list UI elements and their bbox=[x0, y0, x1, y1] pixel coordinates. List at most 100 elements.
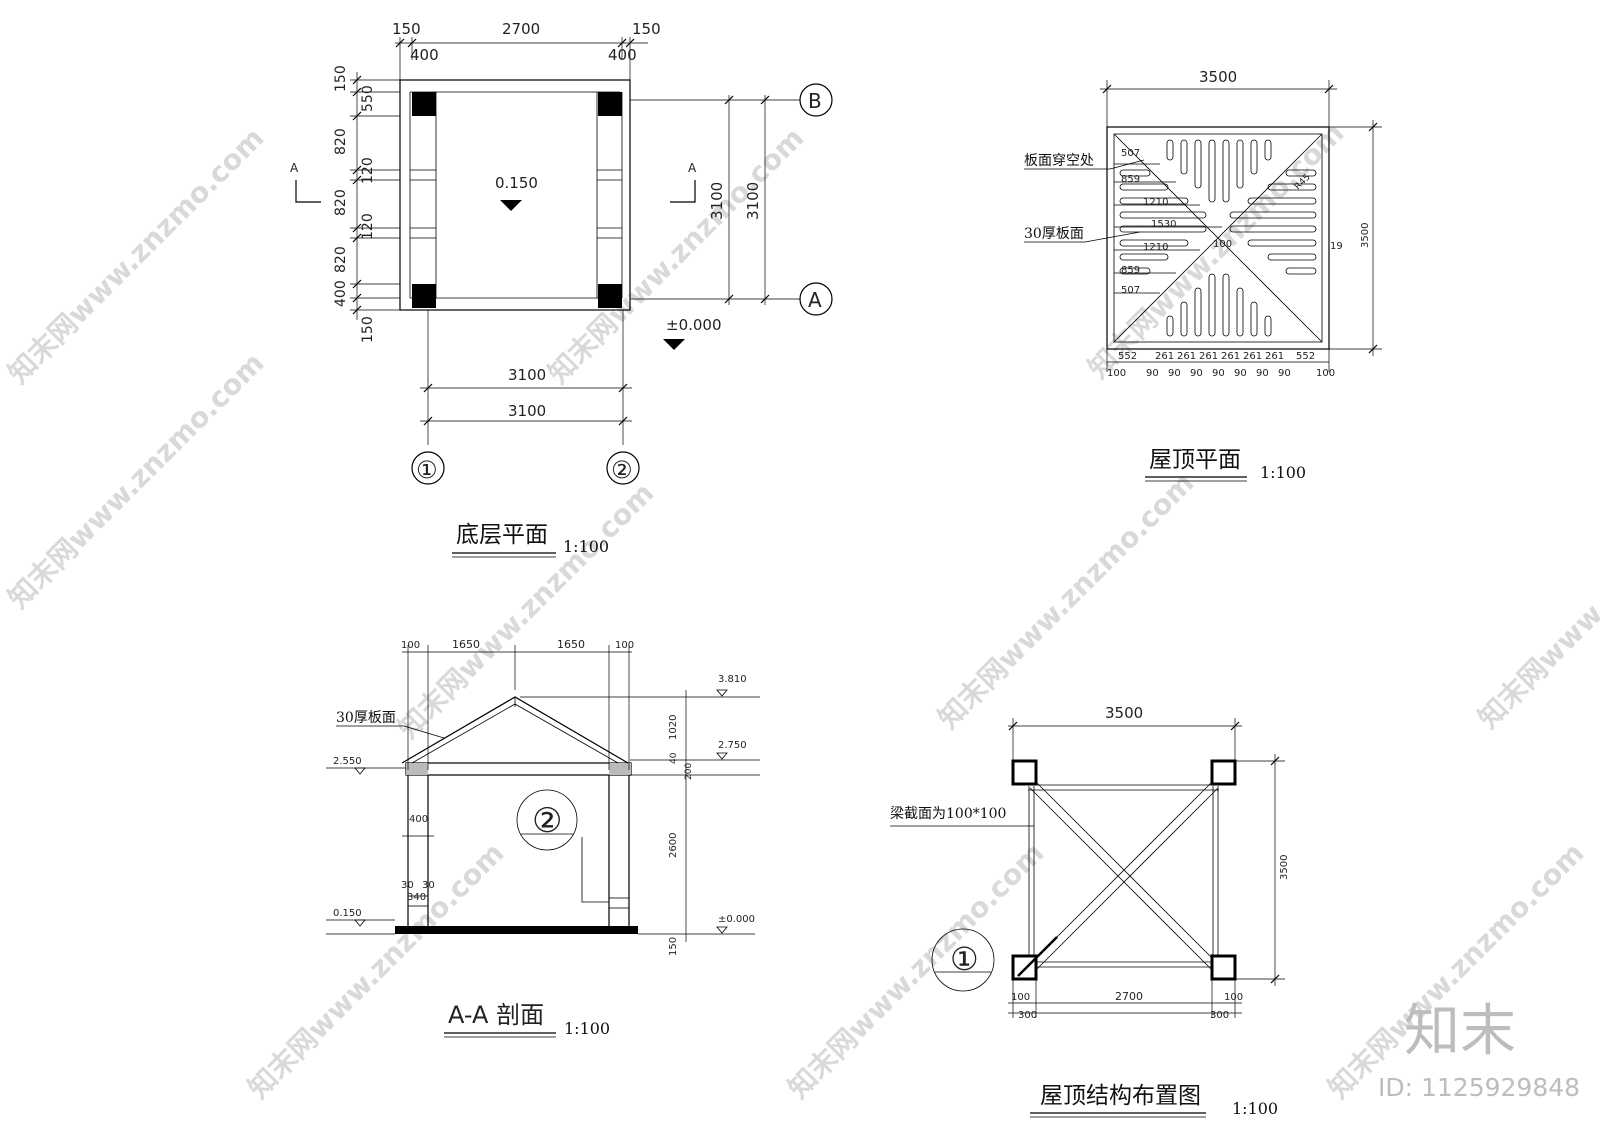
callout-label: 30厚板面 bbox=[336, 710, 396, 726]
drawing-title: 屋顶结构布置图 bbox=[1040, 1083, 1201, 1109]
level-text: 2.550 bbox=[333, 756, 362, 767]
dim-text: 40 bbox=[669, 752, 679, 764]
dim-text: 90 bbox=[1190, 368, 1203, 379]
dim-text: 859 bbox=[1121, 174, 1140, 185]
watermark-text: 知末网www.znzmo.com bbox=[1322, 836, 1591, 1105]
column bbox=[412, 284, 436, 308]
roof-slots bbox=[1119, 139, 1317, 337]
level-text: 3.810 bbox=[718, 674, 747, 685]
dim-text: 400 bbox=[410, 46, 439, 64]
drawing-scale: 1:100 bbox=[1260, 463, 1306, 482]
axis-bubble bbox=[411, 451, 445, 485]
dim-text: 100 bbox=[1316, 368, 1335, 379]
dim-text: 552 bbox=[1118, 351, 1137, 362]
dim-text: 300 bbox=[1018, 1010, 1037, 1021]
section-aa: ② 30厚板面 100 1650 1650 100 3.810 2.750 ±0… bbox=[326, 638, 760, 1038]
watermark-text: 知末网www.znzmo.com bbox=[1472, 466, 1600, 735]
drawing-title: A-A 剖面 bbox=[448, 1001, 544, 1029]
column bbox=[598, 284, 622, 308]
dim-text: 1650 bbox=[557, 638, 585, 651]
drawing-scale: 1:100 bbox=[564, 1019, 610, 1038]
dim-text: 507 bbox=[1121, 148, 1140, 159]
watermark-text: 知末网www.znzmo.com bbox=[2, 346, 271, 615]
column bbox=[1011, 759, 1038, 786]
dim-text: 1210 bbox=[1143, 197, 1168, 208]
dim-text: 1650 bbox=[452, 638, 480, 651]
brand: 知末 ID: 1125929848 bbox=[1378, 999, 1580, 1102]
callout-label: 板面穿空处 bbox=[1024, 153, 1094, 169]
drawing-scale: 1:100 bbox=[563, 537, 609, 556]
dim-text: 400 bbox=[608, 46, 637, 64]
dim-text: 820 bbox=[333, 189, 349, 216]
watermarks: 知末网www.znzmo.com 知末网www.znzmo.com 知末网www… bbox=[2, 116, 1600, 1105]
column bbox=[1210, 954, 1237, 981]
dim-text: 3500 bbox=[1199, 68, 1237, 86]
dim-text: 340 bbox=[407, 892, 426, 903]
detail-bubble bbox=[931, 928, 995, 992]
slab-outline bbox=[399, 79, 631, 311]
dim-text: 3100 bbox=[508, 366, 546, 384]
level-marker bbox=[500, 200, 522, 211]
axis-label: B bbox=[808, 89, 822, 113]
dim-text: 120 bbox=[360, 157, 376, 184]
dim-text: 200 bbox=[684, 763, 694, 780]
dim-text: 90 bbox=[1278, 368, 1291, 379]
axis-label: ② bbox=[611, 456, 633, 484]
dim-text: 150 bbox=[333, 65, 349, 92]
level-marker bbox=[663, 339, 685, 350]
axis-label: ① bbox=[416, 456, 438, 484]
section-label: A bbox=[290, 161, 299, 175]
level-text: ±0.000 bbox=[718, 914, 755, 925]
dim-text: 150 bbox=[392, 20, 421, 38]
dim-text: 1020 bbox=[668, 715, 679, 740]
dim-text: 2700 bbox=[1115, 990, 1143, 1003]
dim-text: 19 bbox=[1330, 241, 1343, 252]
column bbox=[1011, 954, 1038, 981]
dim-text: 820 bbox=[333, 246, 349, 273]
dim-text: 261 bbox=[1155, 351, 1174, 362]
dim-text: 90 bbox=[1234, 368, 1247, 379]
level-inside: 0.150 bbox=[495, 174, 538, 192]
column bbox=[1210, 759, 1237, 786]
dim-text: 90 bbox=[1256, 368, 1269, 379]
dim-text: 3500 bbox=[1279, 855, 1290, 880]
level-text: 0.150 bbox=[333, 908, 362, 919]
dim-text: 30 bbox=[422, 880, 435, 891]
detail-mark: ① bbox=[950, 940, 979, 978]
dim-text: 150 bbox=[668, 937, 679, 956]
dim-text: 100 bbox=[1224, 992, 1243, 1003]
dim-text: 261 bbox=[1199, 351, 1218, 362]
dim-text: 552 bbox=[1296, 351, 1315, 362]
dim-text: 400 bbox=[333, 280, 349, 307]
dim-text: 261 bbox=[1243, 351, 1262, 362]
dim-text: 100 bbox=[1011, 992, 1030, 1003]
axis-bubble bbox=[799, 282, 833, 316]
dim-text: 3500 bbox=[1105, 704, 1143, 722]
drawing-scale: 1:100 bbox=[1232, 1099, 1278, 1118]
column bbox=[598, 92, 622, 116]
dim-text: 150 bbox=[632, 20, 661, 38]
watermark-text: 知末网www.znzmo.com bbox=[2, 121, 271, 390]
dim-text: 90 bbox=[1168, 368, 1181, 379]
dim-text: 2600 bbox=[668, 833, 679, 858]
callout-label: 梁截面为100*100 bbox=[890, 806, 1006, 822]
section-cut-mark bbox=[295, 180, 321, 203]
dim-text: 3100 bbox=[744, 182, 762, 220]
level-outside: ±0.000 bbox=[666, 316, 722, 334]
watermark-text: 知末网www.znzmo.com bbox=[242, 836, 511, 1105]
dim-text: 3100 bbox=[708, 182, 726, 220]
dim-text: 120 bbox=[360, 213, 376, 240]
axis-label: A bbox=[808, 288, 822, 312]
drawing-title: 屋顶平面 bbox=[1149, 447, 1241, 473]
axis-bubble bbox=[606, 451, 640, 485]
dim-text: 261 bbox=[1221, 351, 1240, 362]
roof-ridge bbox=[1113, 133, 1323, 343]
watermark-text: 知末网www.znzmo.com bbox=[932, 466, 1201, 735]
brand-logo: 知末 bbox=[1404, 999, 1516, 1064]
dim-text: 2700 bbox=[502, 20, 540, 38]
column bbox=[412, 92, 436, 116]
watermark-text: 知末网www.znzmo.com bbox=[782, 836, 1051, 1105]
dim-text: 150 bbox=[360, 316, 376, 343]
dim-text: 90 bbox=[1146, 368, 1159, 379]
